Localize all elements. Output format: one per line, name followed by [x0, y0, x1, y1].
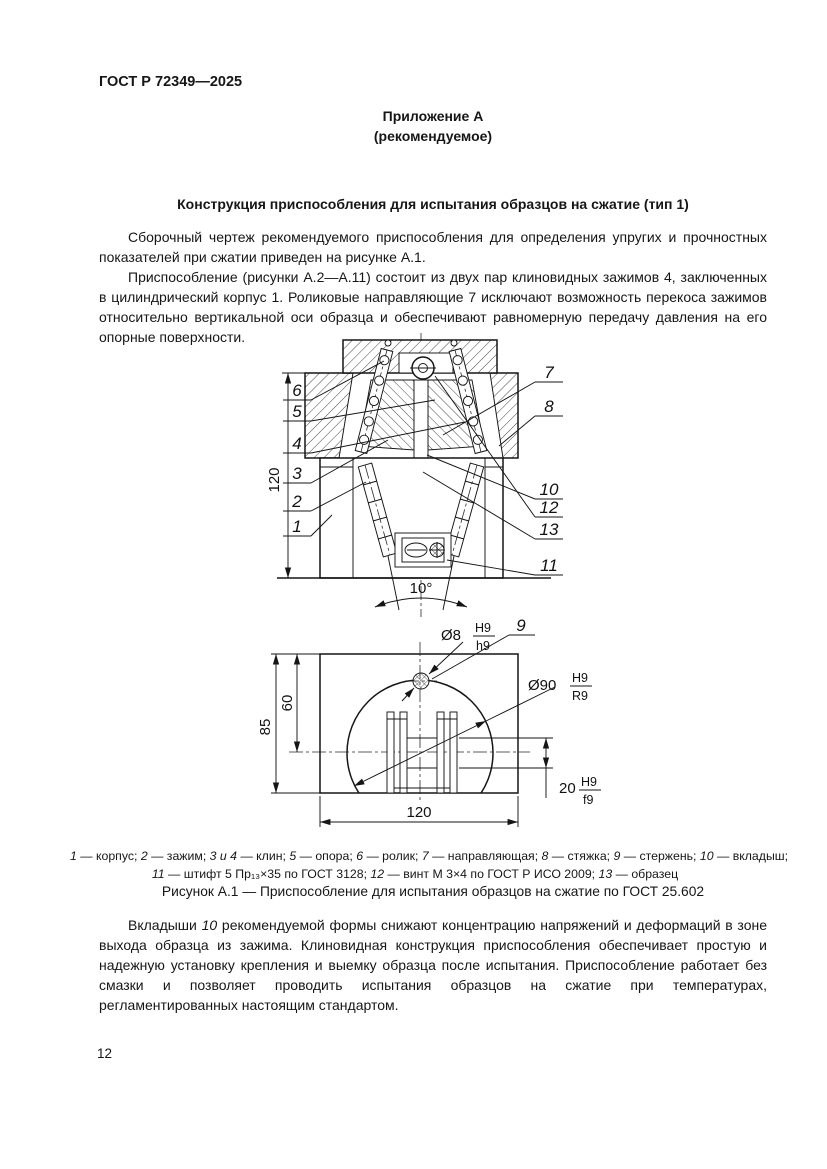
svg-text:Ø90: Ø90 — [528, 677, 556, 694]
svg-text:f9: f9 — [583, 793, 593, 807]
callouts-right: 7 8 10 12 13 11 — [422, 363, 563, 576]
doc-designation: ГОСТ Р 72349—2025 — [99, 74, 243, 90]
svg-text:85: 85 — [257, 719, 274, 736]
figure-a1-drawing: 10° 120 6 5 4 3 2 — [85, 330, 745, 845]
paragraph-3: Вкладыши 10 рекомендуемой формы снижают … — [99, 917, 768, 1013]
dim-side-85: 85 — [257, 653, 320, 794]
dim-bore-d90: Ø90 H9 R9 — [353, 671, 592, 787]
appendix-label: Приложение А — [382, 108, 484, 124]
dim-height-120: 120 — [266, 372, 307, 578]
section-title: Конструкция приспособления для испытания… — [177, 196, 689, 212]
svg-text:H9: H9 — [581, 775, 597, 789]
pin-housing — [394, 532, 452, 568]
intro-paragraphs: Сборочный чертеж рекомендуемого приспосо… — [99, 227, 767, 347]
dim-inner-60: 60 — [279, 654, 301, 752]
appendix-heading: Приложение А (рекомендуемое) — [99, 107, 767, 146]
closing-paragraph-block: Вкладыши 10 рекомендуемой формы снижают … — [99, 915, 767, 1015]
figure-caption: Рисунок А.1 — Приспособление для испытан… — [161, 884, 705, 899]
callout-4: 4 — [292, 434, 301, 453]
dim-hole-d8: Ø8 H9 h9 — [401, 621, 495, 702]
callout-6: 6 — [292, 381, 302, 400]
callout-9: 9 — [431, 616, 535, 680]
dim-width-120: 120 — [319, 796, 519, 827]
svg-text:120: 120 — [266, 467, 283, 492]
svg-text:20: 20 — [559, 780, 576, 797]
figure-legend: 1 — корпус; 2 — зажим; 3 и 4 — клин; 5 —… — [70, 848, 789, 883]
callout-7: 7 — [544, 363, 554, 382]
page-number: 12 — [97, 1046, 113, 1061]
callout-13: 13 — [540, 520, 559, 539]
svg-text:H9: H9 — [475, 621, 491, 635]
callout-10: 10 — [540, 480, 559, 499]
callout-11: 11 — [540, 556, 558, 575]
top-section-view: 10° 120 6 5 4 3 2 — [266, 333, 563, 617]
callout-8: 8 — [544, 397, 554, 416]
roller-guide-left — [354, 339, 394, 455]
paragraph-1: Сборочный чертеж рекомендуемого приспосо… — [99, 229, 767, 265]
svg-text:h9: h9 — [476, 639, 490, 653]
appendix-type: (рекомендуемое) — [373, 127, 493, 144]
callout-5: 5 — [292, 402, 302, 421]
callout-1: 1 — [292, 517, 301, 536]
bottom-view: 85 60 120 — [257, 616, 601, 827]
callouts-left: 6 5 4 3 2 1 — [283, 360, 466, 537]
callout-2: 2 — [291, 492, 302, 511]
svg-text:R9: R9 — [572, 689, 588, 703]
callout-12: 12 — [540, 498, 559, 517]
callout-3: 3 — [292, 464, 302, 483]
paragraph-2: Приспособление (рисунки А.2—А.11) состои… — [99, 269, 767, 345]
svg-text:Ø8: Ø8 — [441, 627, 461, 644]
roller-guide-right — [448, 339, 488, 455]
part-ref-10: 10 — [201, 917, 218, 933]
legend-line-2: 11 — штифт 5 Пр₁₃×35 по ГОСТ 3128; 12 — … — [151, 866, 679, 881]
svg-text:120: 120 — [406, 804, 431, 821]
svg-text:60: 60 — [279, 695, 296, 712]
svg-text:H9: H9 — [572, 671, 588, 685]
dim-angle: 10° — [410, 580, 433, 597]
legend-line-1: 1 — корпус; 2 — зажим; 3 и 4 — клин; 5 —… — [70, 849, 789, 863]
svg-text:9: 9 — [516, 616, 526, 635]
